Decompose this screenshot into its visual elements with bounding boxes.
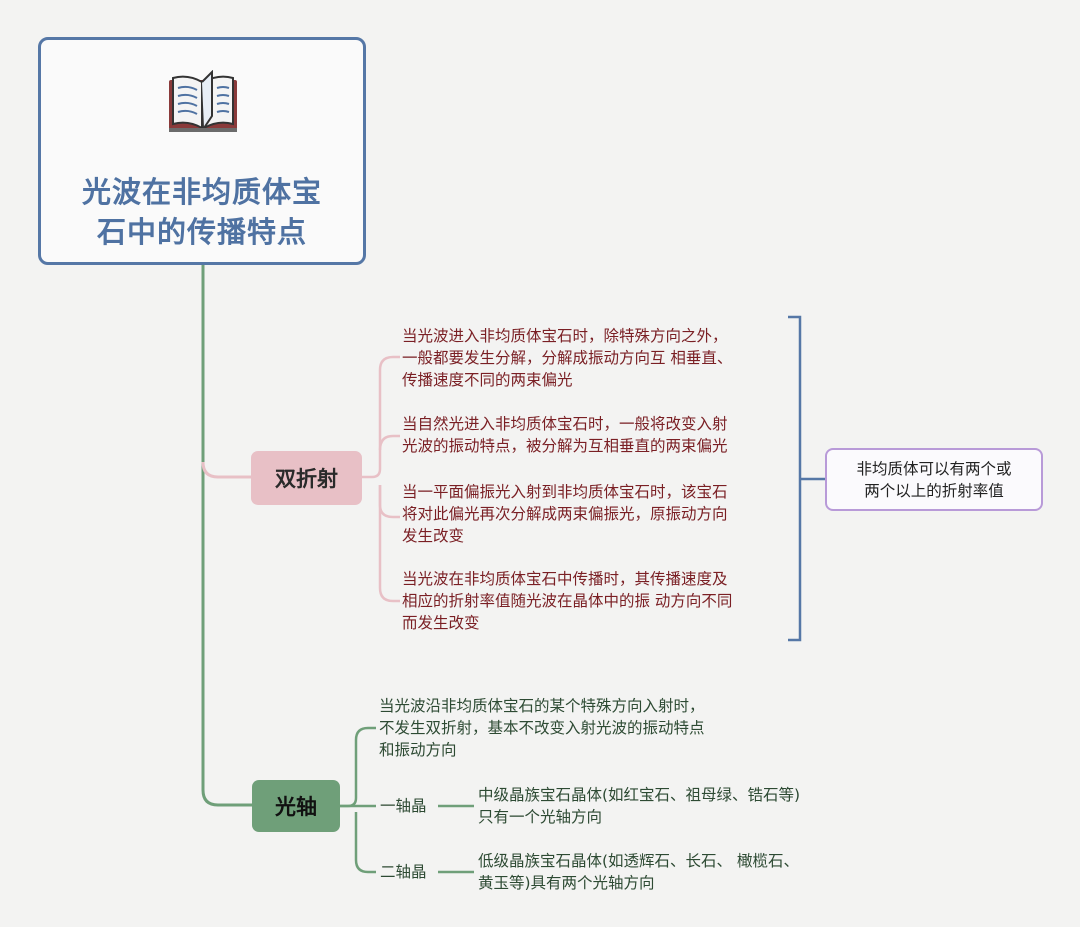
open-book-icon [169, 70, 237, 132]
biaxial-label[interactable]: 二轴晶 [380, 863, 427, 881]
uniaxial-label[interactable]: 一轴晶 [380, 797, 427, 815]
summary-box[interactable]: 非均质体可以有两个或 两个以上的折射率值 [825, 448, 1043, 511]
birefringence-item-3[interactable]: 当一平面偏振光入射到非均质体宝石时，该宝石 将对此偏光再次分解成两束偏振光，原振… [402, 483, 728, 545]
biaxial-desc[interactable]: 低级晶族宝石晶体(如透辉石、长石、 橄榄石、 黄玉等)具有两个光轴方向 [478, 852, 799, 892]
root-title-line1: 光波在非均质体宝 [81, 175, 322, 209]
birefringence-item-2[interactable]: 当自然光进入非均质体宝石时，一般将改变入射 光波的振动特点，被分解为互相垂直的两… [402, 415, 728, 455]
birefringence-item-1[interactable]: 当光波进入非均质体宝石时，除特殊方向之外， 一般都要发生分解，分解成振动方向互 … [402, 327, 733, 389]
trunk-line [201, 265, 252, 807]
node-birefringence[interactable]: 双折射 [251, 451, 362, 505]
root-topic[interactable]: 光波在非均质体宝 石中的传播特点 [38, 37, 366, 265]
branch-birefringence [201, 461, 251, 479]
summary-bracket [788, 315, 802, 642]
uniaxial-desc[interactable]: 中级晶族宝石晶体(如红宝石、祖母绿、锆石等) 只有一个光轴方向 [478, 786, 801, 826]
node-optic-axis[interactable]: 光轴 [252, 780, 340, 832]
optic-axis-definition[interactable]: 当光波沿非均质体宝石的某个特殊方向入射时， 不发生双折射，基本不改变入射光波的振… [379, 697, 705, 759]
birefringence-item-4[interactable]: 当光波在非均质体宝石中传播时，其传播速度及 相应的折射率值随光波在晶体中的振 动… [402, 570, 733, 632]
root-title-line2: 石中的传播特点 [96, 215, 307, 249]
